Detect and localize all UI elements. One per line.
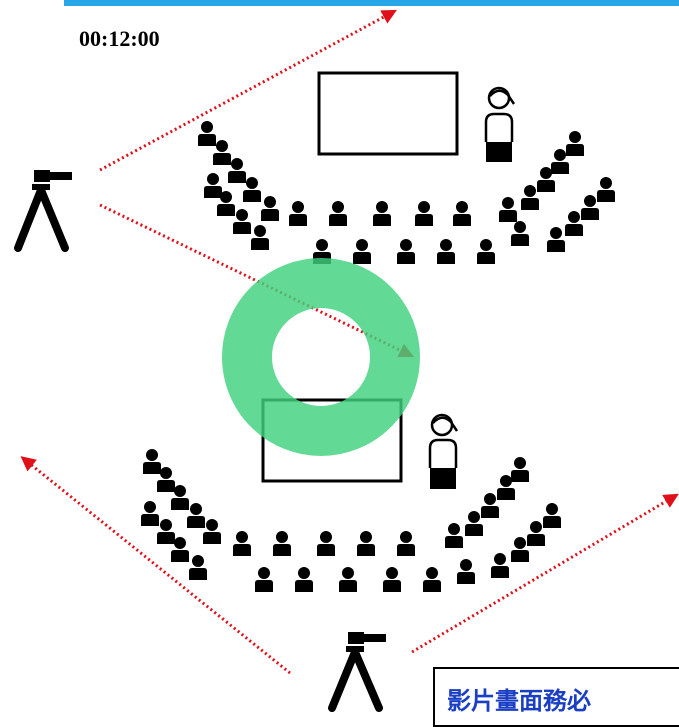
- arrow-camera1-center: [99, 203, 415, 358]
- person-silhouette-icon: [423, 567, 441, 592]
- person-silhouette-icon: [251, 225, 269, 250]
- presenter-icon: [428, 413, 459, 489]
- person-silhouette-icon: [547, 227, 565, 252]
- person-silhouette-icon: [457, 559, 475, 584]
- person-silhouette-icon: [527, 521, 545, 546]
- person-silhouette-icon: [373, 201, 391, 226]
- presenter-icon: [484, 86, 516, 162]
- person-silhouette-icon: [499, 197, 517, 222]
- person-silhouette-icon: [383, 567, 401, 592]
- person-silhouette-icon: [189, 555, 207, 580]
- scene-bottom: [141, 398, 561, 592]
- person-silhouette-icon: [511, 457, 529, 482]
- person-silhouette-icon: [511, 537, 529, 562]
- person-silhouette-icon: [203, 519, 221, 544]
- person-silhouette-icon: [198, 121, 216, 146]
- screen-rectangle-icon: [317, 71, 459, 156]
- person-silhouette-icon: [481, 493, 499, 518]
- person-silhouette-icon: [329, 201, 347, 226]
- person-silhouette-icon: [255, 567, 273, 592]
- person-silhouette-icon: [233, 209, 251, 234]
- person-silhouette-icon: [141, 501, 159, 526]
- person-silhouette-icon: [357, 531, 375, 556]
- person-silhouette-icon: [511, 221, 529, 246]
- person-silhouette-icon: [566, 131, 584, 156]
- person-silhouette-icon: [445, 523, 463, 548]
- person-silhouette-icon: [521, 185, 539, 210]
- audience-bottom: [141, 449, 561, 592]
- person-silhouette-icon: [415, 201, 433, 226]
- person-silhouette-icon: [289, 201, 307, 226]
- person-silhouette-icon: [397, 239, 415, 264]
- person-silhouette-icon: [597, 177, 615, 202]
- top-border: [64, 0, 679, 6]
- camera-tripod-icon: [14, 170, 72, 252]
- person-silhouette-icon: [581, 195, 599, 220]
- person-silhouette-icon: [261, 196, 279, 221]
- audience-top: [198, 121, 615, 264]
- timestamp: 00:12:00: [79, 26, 160, 51]
- person-silhouette-icon: [273, 531, 291, 556]
- person-silhouette-icon: [353, 239, 371, 264]
- person-silhouette-icon: [465, 511, 483, 536]
- person-silhouette-icon: [477, 239, 495, 264]
- person-silhouette-icon: [491, 553, 509, 578]
- screen-rectangle-icon: [261, 398, 403, 483]
- person-silhouette-icon: [233, 531, 251, 556]
- camera-tripod-icon: [328, 632, 386, 712]
- person-silhouette-icon: [453, 201, 471, 226]
- caption-box: 影片畫面務必: [433, 667, 679, 727]
- caption-text: 影片畫面務必: [447, 687, 591, 715]
- person-silhouette-icon: [397, 531, 415, 556]
- person-silhouette-icon: [317, 531, 335, 556]
- person-silhouette-icon: [295, 567, 313, 592]
- person-silhouette-icon: [565, 211, 583, 236]
- person-silhouette-icon: [543, 503, 561, 528]
- person-silhouette-icon: [437, 239, 455, 264]
- person-silhouette-icon: [339, 567, 357, 592]
- arrow-camera1-topright: [99, 9, 397, 172]
- person-silhouette-icon: [157, 519, 175, 544]
- person-silhouette-icon: [204, 173, 222, 198]
- arrow-camera2-left: [20, 456, 291, 675]
- person-silhouette-icon: [187, 503, 205, 528]
- person-silhouette-icon: [143, 449, 161, 474]
- scene-top: [198, 71, 615, 264]
- highlight-ring-icon: [222, 258, 420, 456]
- arrow-camera2-right: [411, 493, 679, 654]
